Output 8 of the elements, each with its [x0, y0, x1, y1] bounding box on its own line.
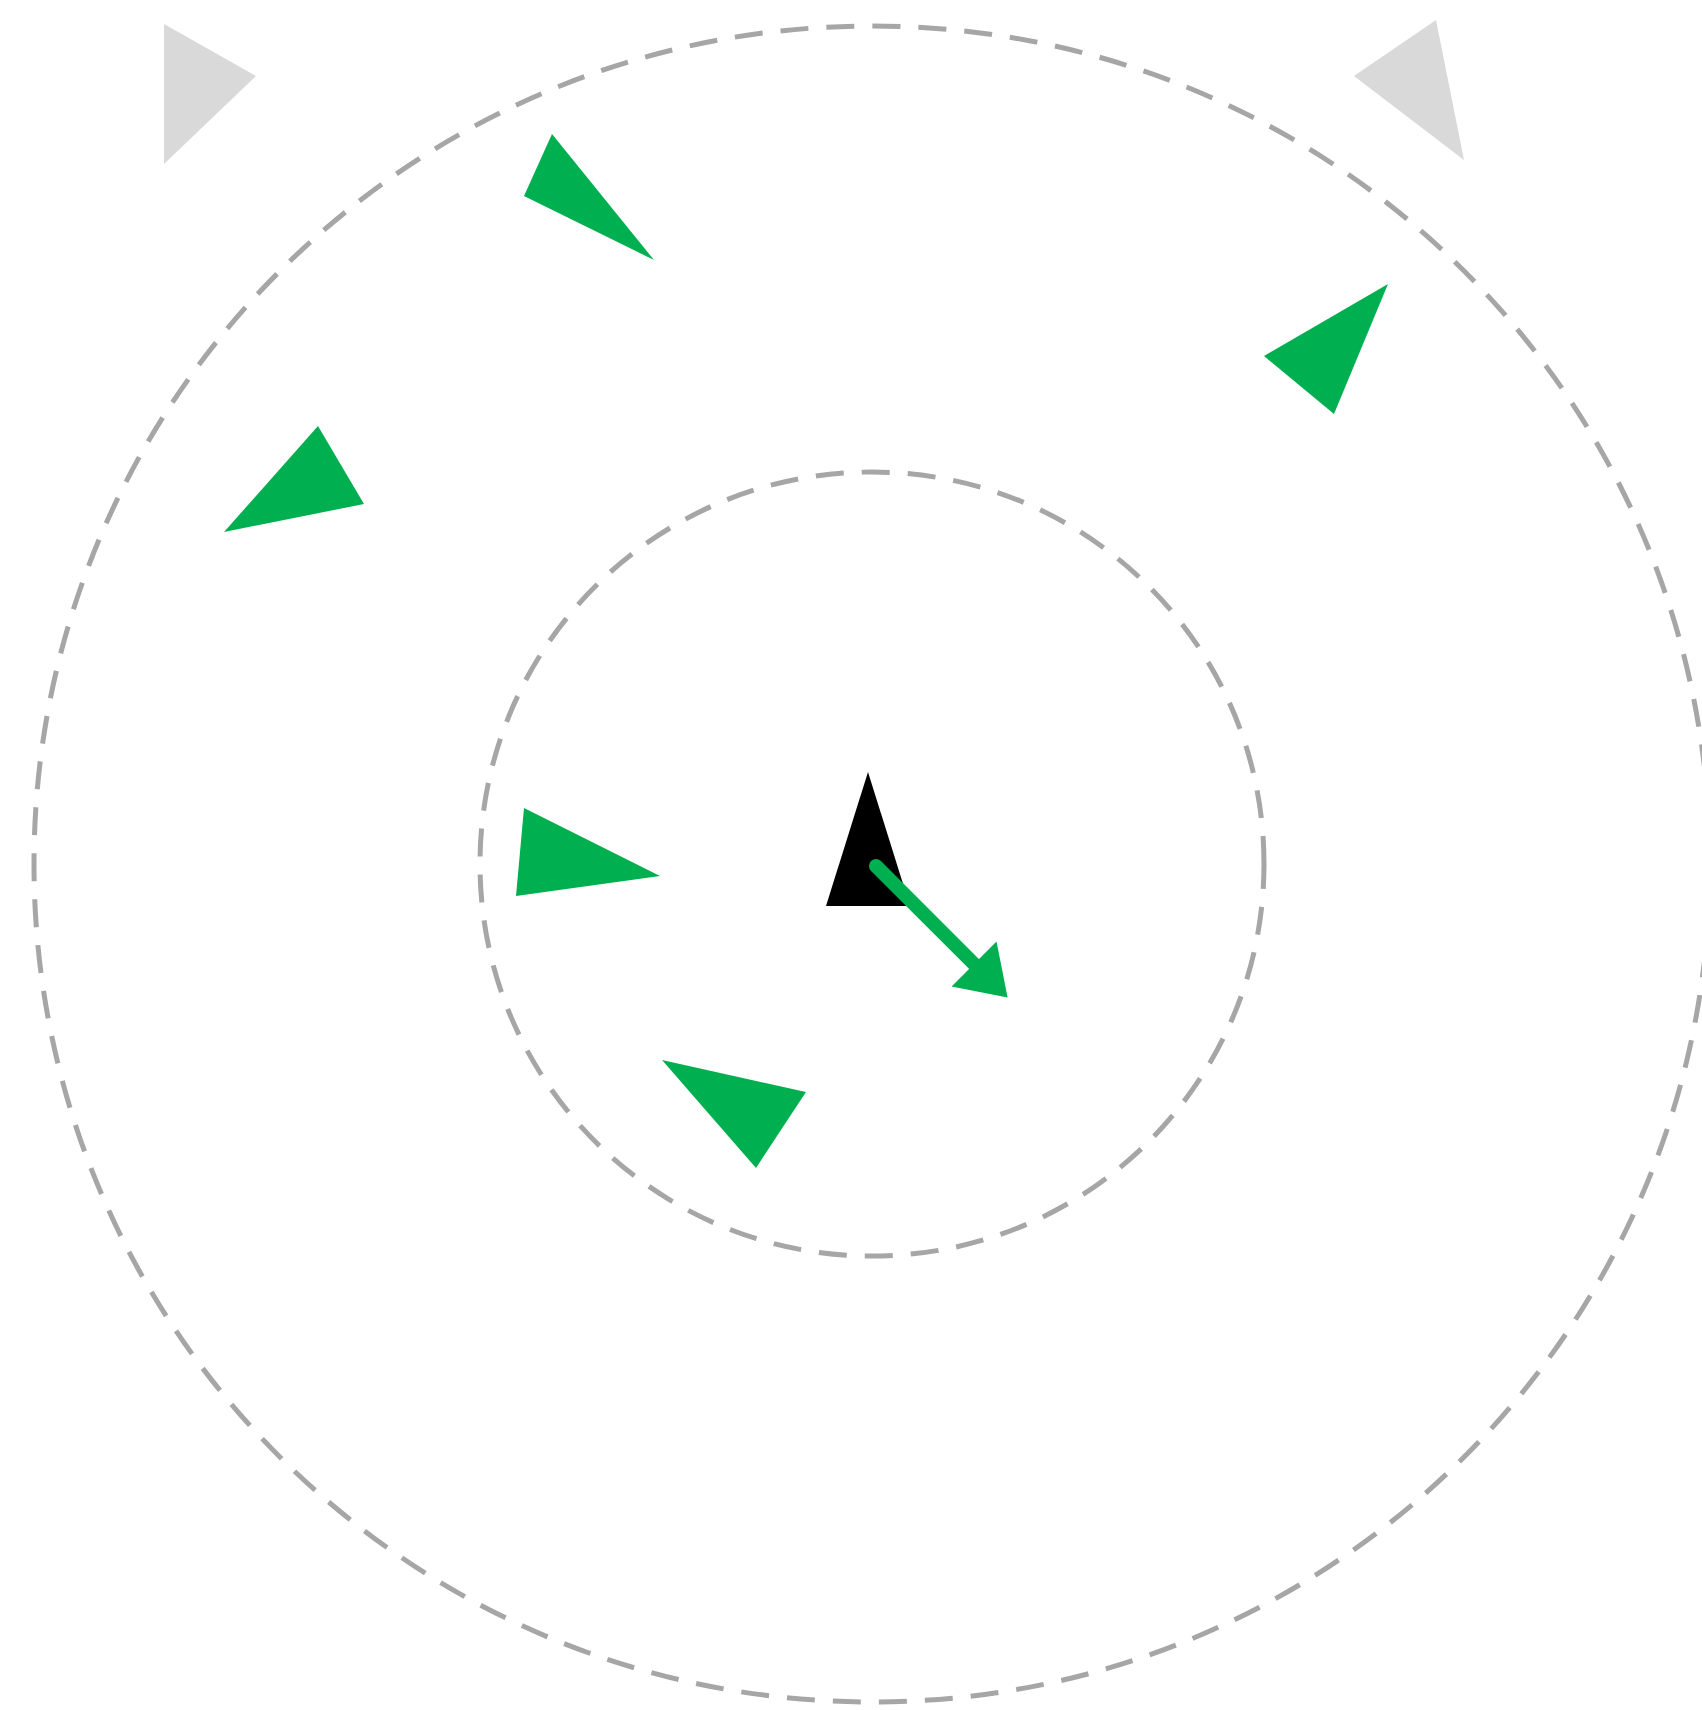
triangle-marker — [224, 426, 364, 532]
triangle-marker — [826, 772, 910, 906]
triangle-marker — [1354, 20, 1464, 160]
triangle-marker — [662, 1060, 806, 1168]
triangle-marker — [516, 808, 660, 896]
triangle-marker — [164, 24, 256, 164]
triangle-marker — [524, 134, 654, 260]
triangle-marker — [1264, 284, 1388, 414]
